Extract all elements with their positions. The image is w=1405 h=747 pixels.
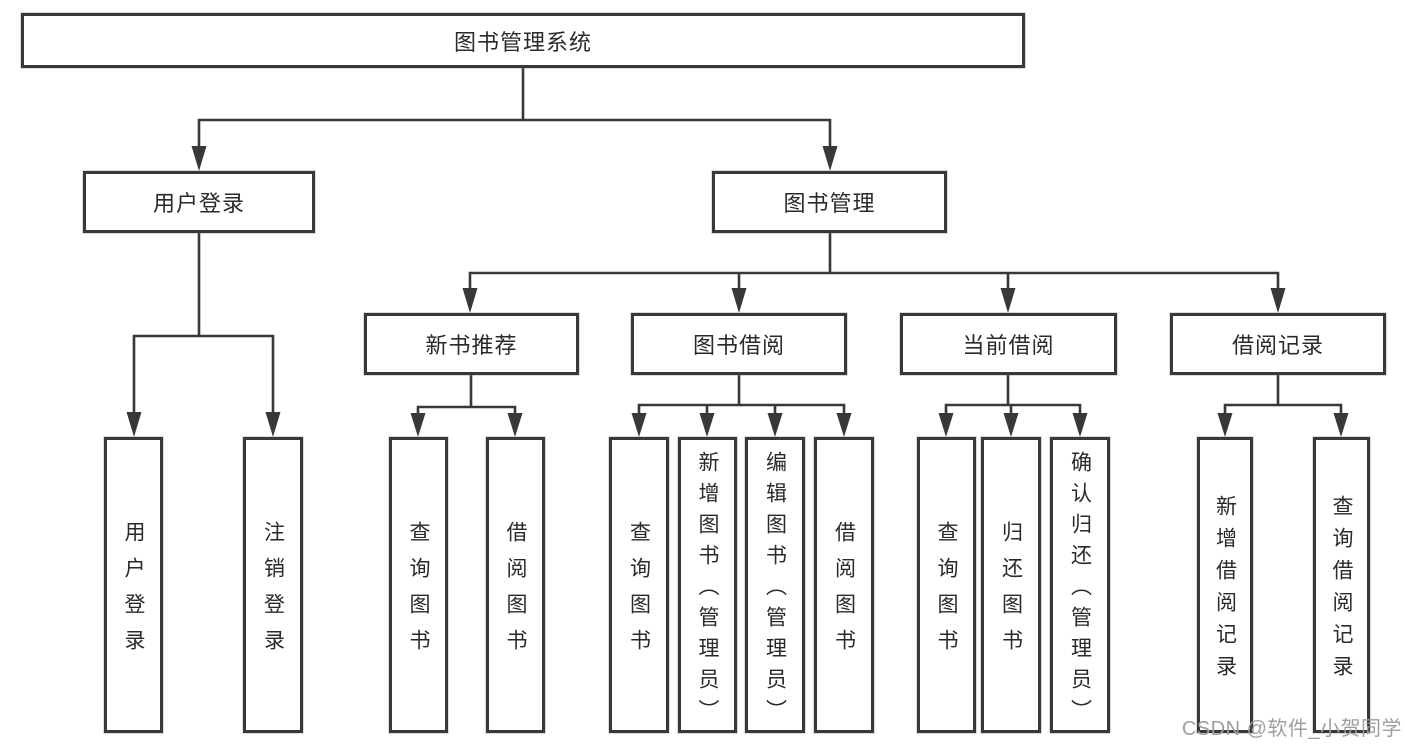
node-borrow-records: 借阅记录 <box>1170 313 1386 375</box>
node-user-login-label: 用户登录 <box>152 191 245 216</box>
node-root: 图书管理系统 <box>21 13 1025 68</box>
node-root-label: 图书管理系统 <box>453 29 592 55</box>
node-book-borrow: 图书借阅 <box>631 313 847 375</box>
leaf-query-borrow-record: 查询借阅记录 <box>1313 437 1370 733</box>
leaf-query-books-borrow-label: 查询图书 <box>627 520 651 665</box>
leaf-confirm-return-admin-label: 确认归还（管理员） <box>1068 450 1092 730</box>
leaf-confirm-return-admin: 确认归还（管理员） <box>1050 437 1110 733</box>
leaf-query-books-borrow: 查询图书 <box>609 437 669 733</box>
edges-new-book-recommend <box>410 373 523 437</box>
node-book-management: 图书管理 <box>712 171 947 233</box>
edges-book-borrow <box>631 373 852 437</box>
leaf-borrow-books-recommend: 借阅图书 <box>486 437 545 733</box>
leaf-add-books-admin: 新增图书（管理员） <box>678 437 737 733</box>
watermark: CSDN @软件_小贺同学 <box>1181 718 1402 740</box>
leaf-logout: 注销登录 <box>243 437 303 733</box>
leaf-borrow-books-recommend-label: 借阅图书 <box>504 520 527 665</box>
leaf-add-borrow-record-label: 新增借阅记录 <box>1213 494 1237 687</box>
node-new-book-recommend-label: 新书推荐 <box>425 333 518 358</box>
leaf-user-login: 用户登录 <box>104 437 163 733</box>
leaf-query-books-current: 查询图书 <box>917 437 976 733</box>
leaf-logout-label: 注销登录 <box>261 520 285 665</box>
leaf-return-books-label: 归还图书 <box>999 520 1023 665</box>
leaf-borrow-books: 借阅图书 <box>814 437 874 733</box>
edges-book-management <box>462 231 1286 313</box>
leaf-return-books: 归还图书 <box>981 437 1041 733</box>
leaf-edit-books-admin: 编辑图书（管理员） <box>745 437 805 733</box>
leaf-add-books-admin-label: 新增图书（管理员） <box>696 450 719 730</box>
leaf-add-borrow-record: 新增借阅记录 <box>1197 437 1253 733</box>
leaf-query-borrow-record-label: 查询借阅记录 <box>1330 494 1353 687</box>
leaf-edit-books-admin-label: 编辑图书（管理员） <box>763 450 787 730</box>
leaf-user-login-label: 用户登录 <box>122 520 145 665</box>
node-current-borrow: 当前借阅 <box>900 313 1117 375</box>
leaf-query-books-current-label: 查询图书 <box>935 520 958 665</box>
edges-user-login <box>126 231 281 437</box>
node-user-login: 用户登录 <box>83 171 315 233</box>
leaf-query-books-recommend-label: 查询图书 <box>407 520 430 665</box>
node-book-management-label: 图书管理 <box>783 191 876 216</box>
node-borrow-records-label: 借阅记录 <box>1231 333 1324 358</box>
edges-root <box>191 66 838 171</box>
node-current-borrow-label: 当前借阅 <box>962 333 1055 358</box>
leaf-query-books-recommend: 查询图书 <box>389 437 448 733</box>
edges-borrow-records <box>1217 373 1349 437</box>
node-new-book-recommend: 新书推荐 <box>364 313 579 375</box>
node-book-borrow-label: 图书借阅 <box>692 333 785 358</box>
leaf-borrow-books-label: 借阅图书 <box>832 520 856 665</box>
edges-current-borrow <box>938 373 1088 437</box>
